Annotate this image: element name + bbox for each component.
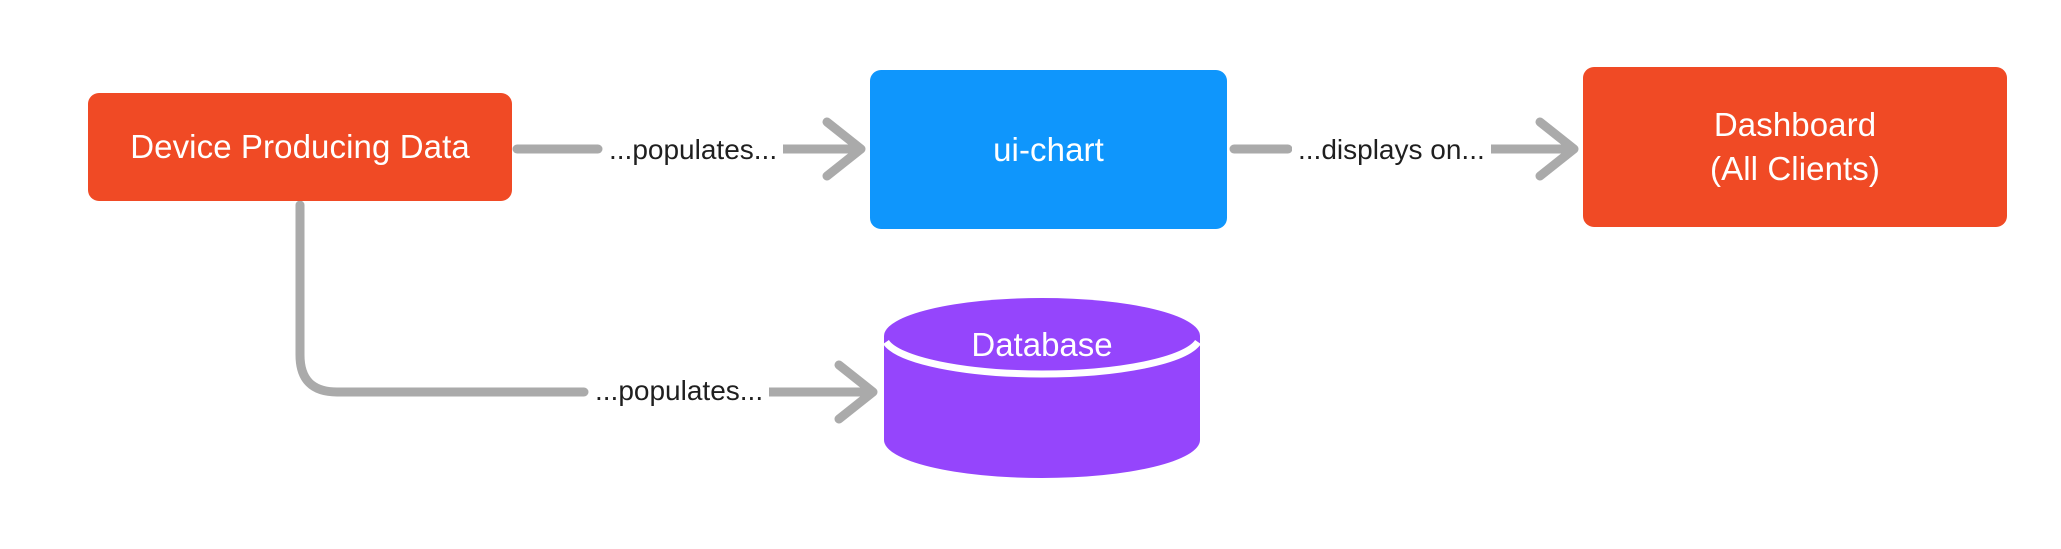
node-ui-chart[interactable]: ui-chart [870,70,1227,229]
edge-device-to-database [295,200,878,424]
edge-label-populates-database: ...populates... [589,374,770,408]
node-dashboard-label-line2: (All Clients) [1710,150,1880,187]
node-dashboard-label-line1: Dashboard [1713,106,1877,144]
node-database[interactable]: Database [882,298,1202,478]
node-dashboard[interactable]: Dashboard (All Clients) [1583,67,2007,227]
node-device-producing-data[interactable]: Device Producing Data [88,93,512,201]
node-ui-chart-label: ui-chart [993,130,1104,168]
database-cylinder-icon [883,298,1201,478]
node-device-label: Device Producing Data [130,128,470,166]
edge-label-displays-on: ...displays on... [1292,133,1491,167]
edge-label-populates-ui-chart: ...populates... [603,133,784,167]
